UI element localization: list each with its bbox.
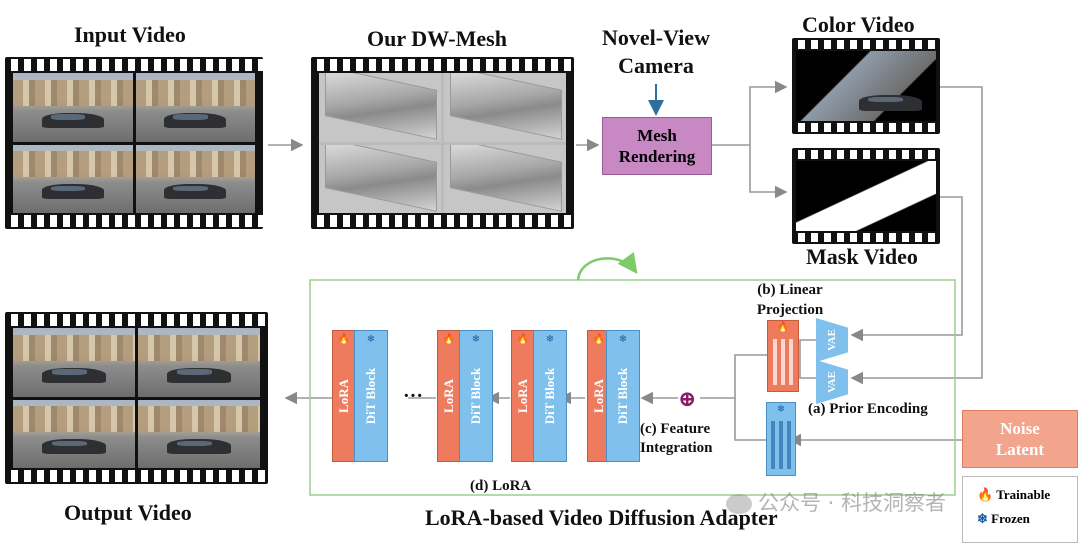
linear-projection-label: (b) Linear Projection [756,282,824,318]
mesh-rendering-box: Mesh Rendering [602,117,712,175]
snowflake-icon: ❄ [366,334,376,345]
lora-block-1: 🔥LoRA [332,330,356,462]
legend-box: 🔥 Trainable ❄ Frozen [962,476,1078,543]
mask-video-filmstrip [792,148,940,244]
legend-frozen: ❄ Frozen [977,511,1030,526]
prior-encoding-label: (a) Prior Encoding [808,401,928,417]
input-video-title: Input Video [74,22,186,47]
output-video-filmstrip [5,312,268,484]
output-video-title: Output Video [64,500,192,525]
linear-projection-block: 🔥 [767,320,799,392]
dit-block-3: ❄DiT Block [533,330,567,462]
dit-block-1: ❄DiT Block [354,330,388,462]
snowflake-icon: ❄ [977,511,988,526]
legend-trainable: 🔥 Trainable [977,487,1051,502]
input-video-filmstrip [5,57,263,229]
dit-block-4: ❄DiT Block [606,330,640,462]
dw-mesh-title: Our DW-Mesh [367,26,507,51]
flame-icon: 🔥 [516,334,530,345]
watermark: 公众号 · 科技洞察者 [726,487,946,517]
feature-integration-label: (c) Feature Integration [640,421,713,456]
frozen-projection-block: ❄ [766,402,796,476]
lora-block-3: 🔥LoRA [511,330,535,462]
dw-mesh-filmstrip [311,57,574,229]
adapter-title: LoRA-based Video Diffusion Adapter [425,505,778,530]
flame-icon: 🔥 [337,334,351,345]
novel-view-camera-title: Novel-View Camera [602,25,710,78]
noise-latent-label: Noise Latent [995,419,1045,459]
flame-icon: 🔥 [776,322,790,333]
lora-block-2: 🔥LoRA [437,330,461,462]
mesh-rendering-label: Mesh Rendering [618,126,696,166]
ellipsis: ··· [403,385,424,407]
color-video-filmstrip [792,38,940,134]
flame-icon: 🔥 [592,334,606,345]
snowflake-icon: ❄ [471,334,481,345]
snowflake-icon: ❄ [618,334,628,345]
flame-icon: 🔥 [442,334,456,345]
snowflake-icon: ❄ [545,334,555,345]
color-video-title: Color Video [802,12,915,37]
lora-caption: (d) LoRA [470,478,532,494]
plus-icon: ⊕ [678,386,697,411]
noise-latent-box: Noise Latent [962,410,1078,468]
mask-video-title: Mask Video [806,244,918,269]
snowflake-icon: ❄ [776,404,786,415]
wechat-icon [726,494,752,514]
flame-icon: 🔥 [977,487,994,502]
dit-block-2: ❄DiT Block [459,330,493,462]
